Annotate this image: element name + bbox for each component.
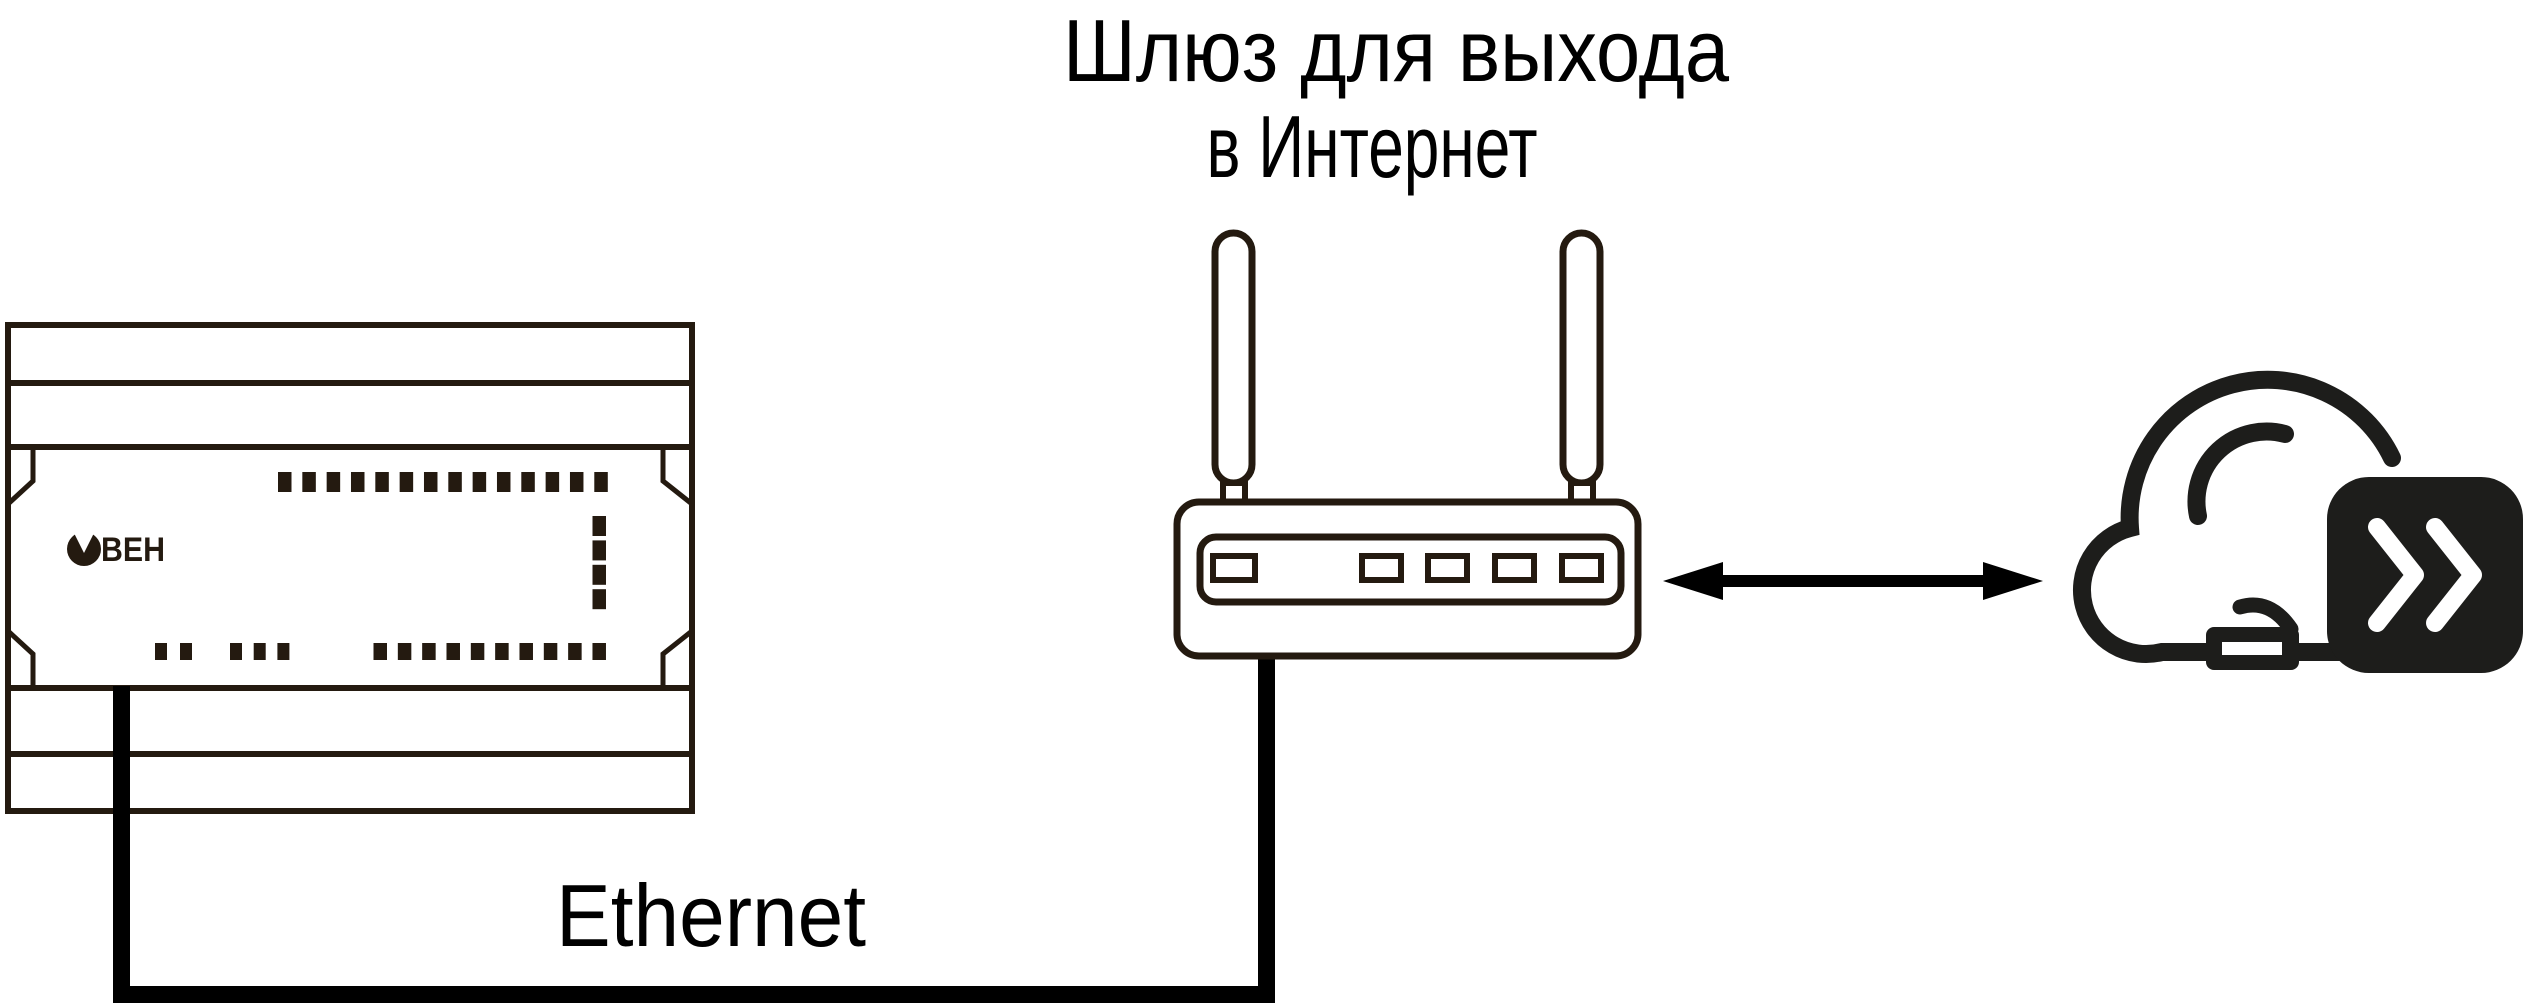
arrow-head-right xyxy=(1983,562,2043,600)
cloud-outline xyxy=(2072,370,2409,663)
owencloud-icon xyxy=(2072,370,2523,673)
terminal-mark xyxy=(448,472,462,492)
router-port-5 xyxy=(1559,553,1604,583)
terminal-mark xyxy=(470,643,485,660)
terminal-mark xyxy=(180,643,192,660)
terminal-mark xyxy=(592,564,606,585)
terminal-mark xyxy=(302,472,316,492)
terminal-mark xyxy=(277,643,290,660)
terminal-mark xyxy=(446,643,460,660)
terminal-mark xyxy=(592,643,606,660)
terminal-mark xyxy=(568,643,582,660)
terminal-mark xyxy=(543,643,558,660)
double-chevron-icon-1 xyxy=(2368,518,2424,632)
ethernet-cable xyxy=(113,656,1275,1003)
terminal-mark xyxy=(278,472,292,492)
terminal-mark xyxy=(592,589,606,610)
terminal-mark xyxy=(155,643,167,660)
gateway-title-line1: Шлюз для выхода xyxy=(1063,1,1729,100)
terminal-mark xyxy=(594,472,608,492)
terminal-mark xyxy=(519,643,533,660)
faceplate-notch-br xyxy=(660,629,694,688)
gateway-title: Шлюз для выхода в Интернет xyxy=(1063,1,1729,196)
terminal-mark xyxy=(397,643,412,660)
terminal-mark xyxy=(495,643,509,660)
terminal-mark xyxy=(423,472,438,492)
owen-logo: ВЕН xyxy=(67,531,165,569)
arrow-head-left xyxy=(1663,562,1723,600)
plc-device-icon: ВЕН xyxy=(5,322,695,814)
router-port-2 xyxy=(1359,553,1404,583)
terminal-mark xyxy=(592,540,606,561)
terminal-mark xyxy=(375,472,389,492)
terminal-mark xyxy=(592,516,606,536)
router-antenna-right xyxy=(1559,229,1604,487)
terminal-mark xyxy=(496,472,511,492)
terminal-mark xyxy=(350,472,365,492)
plug-hook xyxy=(2232,597,2299,637)
router-antenna-left xyxy=(1211,229,1256,487)
bidirectional-arrow-icon xyxy=(1663,562,2043,600)
faceplate-notch-tr xyxy=(660,447,694,506)
terminal-marks xyxy=(155,472,608,660)
terminal-mark xyxy=(545,472,560,492)
terminal-mark xyxy=(569,472,584,492)
faceplate-notch-bl xyxy=(6,629,36,688)
router-port-3 xyxy=(1425,553,1470,583)
terminal-mark xyxy=(472,472,487,492)
router-port-strip xyxy=(1196,533,1625,606)
terminal-mark xyxy=(399,472,414,492)
ethernet-label: Ethernet xyxy=(556,866,866,965)
cloud-inner-arc xyxy=(2187,422,2294,525)
faceplate-notch-tl xyxy=(6,447,36,506)
terminal-mark xyxy=(253,643,266,660)
gateway-title-line2: в Интернет xyxy=(1207,97,1538,196)
double-chevron-icon-2 xyxy=(2426,518,2482,632)
router-port-1 xyxy=(1210,553,1258,583)
terminal-mark xyxy=(230,643,242,660)
owen-logo-o-notch xyxy=(73,531,95,553)
router-port-4 xyxy=(1492,553,1537,583)
terminal-mark xyxy=(373,643,387,660)
terminal-mark xyxy=(521,472,535,492)
owen-logo-letters: ВЕН xyxy=(101,531,165,569)
plug-slot xyxy=(2222,642,2282,655)
terminal-mark xyxy=(326,472,341,492)
wifi-router-icon xyxy=(1173,229,1642,660)
terminal-mark xyxy=(422,643,436,660)
chevron-badge xyxy=(2327,477,2523,673)
